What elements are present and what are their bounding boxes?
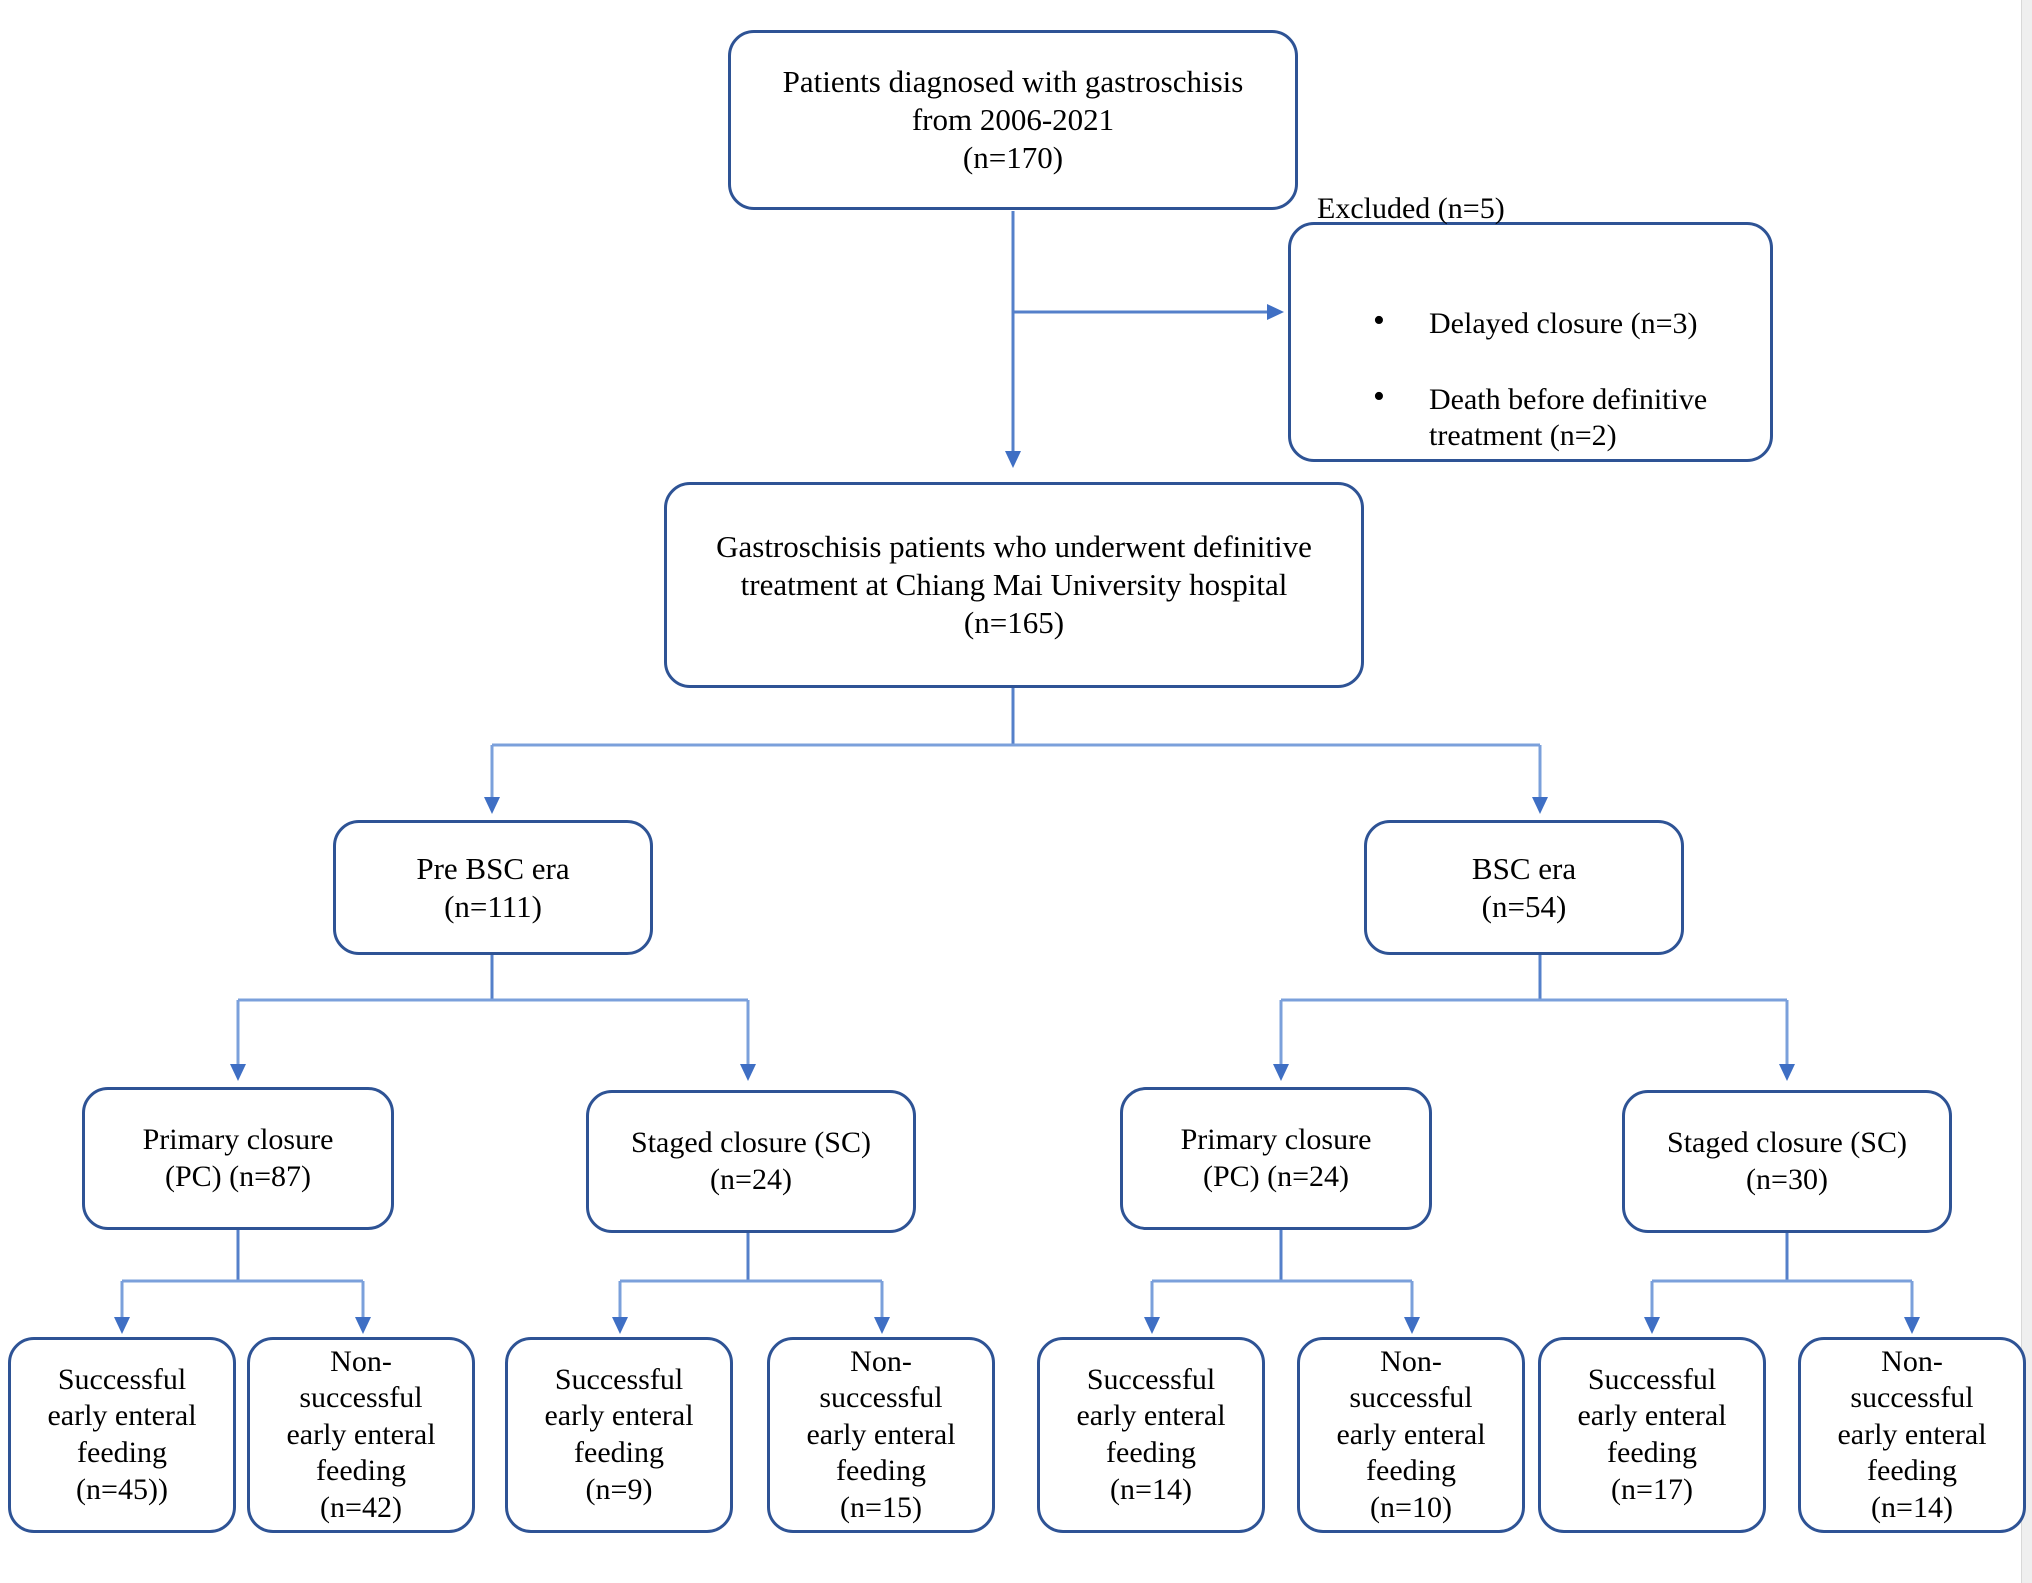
node-outcome-pre-sc-successful[interactable]: Successful early enteral feeding (n=9)	[505, 1337, 733, 1533]
edge-bsc-sc-to-outcomes	[1644, 1230, 1920, 1334]
node-definitive-treatment-label: Gastroschisis patients who underwent def…	[716, 529, 1312, 640]
node-outcome-pre-sc-nonsuccessful-label: Non- successful early enteral feeding (n…	[806, 1344, 956, 1524]
node-bsc-staged-closure[interactable]: Staged closure (SC) (n=30)	[1622, 1090, 1952, 1233]
excluded-reason-list: Delayed closure (n=3) Death before defin…	[1317, 270, 1760, 494]
node-definitive-treatment[interactable]: Gastroschisis patients who underwent def…	[664, 482, 1364, 688]
node-outcome-bsc-pc-nonsuccessful[interactable]: Non- successful early enteral feeding (n…	[1297, 1337, 1525, 1533]
node-patients-diagnosed[interactable]: Patients diagnosed with gastroschisis fr…	[728, 30, 1298, 210]
node-pre-bsc-primary-closure-label: Primary closure (PC) (n=87)	[142, 1122, 334, 1193]
node-pre-bsc-era[interactable]: Pre BSC era (n=111)	[333, 820, 653, 955]
node-outcome-bsc-sc-successful-label: Successful early enteral feeding (n=17)	[1577, 1362, 1727, 1506]
node-outcome-pre-pc-nonsuccessful-label: Non- successful early enteral feeding (n…	[286, 1344, 436, 1524]
node-pre-bsc-era-label: Pre BSC era (n=111)	[416, 850, 570, 924]
node-patients-diagnosed-label: Patients diagnosed with gastroschisis fr…	[782, 64, 1244, 175]
node-excluded-heading: Excluded (n=5)	[1317, 191, 1505, 225]
edge-pre-sc-to-outcomes	[612, 1230, 890, 1334]
edge-pre-bsc-to-closures	[230, 955, 756, 1081]
node-pre-bsc-primary-closure[interactable]: Primary closure (PC) (n=87)	[82, 1087, 394, 1230]
edge-bsc-to-closures	[1273, 955, 1795, 1081]
node-outcome-bsc-sc-nonsuccessful-label: Non- successful early enteral feeding (n…	[1837, 1344, 1987, 1524]
node-outcome-bsc-sc-successful[interactable]: Successful early enteral feeding (n=17)	[1538, 1337, 1766, 1533]
node-outcome-pre-sc-nonsuccessful[interactable]: Non- successful early enteral feeding (n…	[767, 1337, 995, 1533]
node-outcome-pre-sc-successful-label: Successful early enteral feeding (n=9)	[544, 1362, 694, 1506]
node-bsc-primary-closure-label: Primary closure (PC) (n=24)	[1180, 1122, 1372, 1193]
node-pre-bsc-staged-closure-label: Staged closure (SC) (n=24)	[631, 1125, 871, 1196]
node-excluded[interactable]: Excluded (n=5) Delayed closure (n=3) Dea…	[1288, 192, 1773, 462]
node-outcome-bsc-pc-successful[interactable]: Successful early enteral feeding (n=14)	[1037, 1337, 1265, 1533]
edge-bsc-pc-to-outcomes	[1144, 1230, 1420, 1334]
node-bsc-staged-closure-label: Staged closure (SC) (n=30)	[1667, 1125, 1907, 1196]
node-bsc-era[interactable]: BSC era (n=54)	[1364, 820, 1684, 955]
node-bsc-primary-closure[interactable]: Primary closure (PC) (n=24)	[1120, 1087, 1432, 1230]
node-bsc-era-label: BSC era (n=54)	[1471, 850, 1577, 924]
node-outcome-pre-pc-nonsuccessful[interactable]: Non- successful early enteral feeding (n…	[247, 1337, 475, 1533]
node-outcome-pre-pc-successful-label: Successful early enteral feeding (n=45))	[47, 1362, 197, 1506]
page-right-margin	[2021, 0, 2032, 1583]
edge-pre-pc-to-outcomes	[114, 1230, 371, 1334]
node-pre-bsc-staged-closure[interactable]: Staged closure (SC) (n=24)	[586, 1090, 916, 1233]
edge-definitive-to-eras	[484, 688, 1548, 814]
excluded-reason-item: Death before definitive treatment (n=2)	[1373, 380, 1760, 455]
node-outcome-pre-pc-successful[interactable]: Successful early enteral feeding (n=45))	[8, 1337, 236, 1533]
excluded-reason-item: Delayed closure (n=3)	[1373, 304, 1760, 343]
node-outcome-bsc-sc-nonsuccessful[interactable]: Non- successful early enteral feeding (n…	[1798, 1337, 2026, 1533]
node-outcome-bsc-pc-nonsuccessful-label: Non- successful early enteral feeding (n…	[1336, 1344, 1486, 1524]
node-outcome-bsc-pc-successful-label: Successful early enteral feeding (n=14)	[1076, 1362, 1226, 1506]
